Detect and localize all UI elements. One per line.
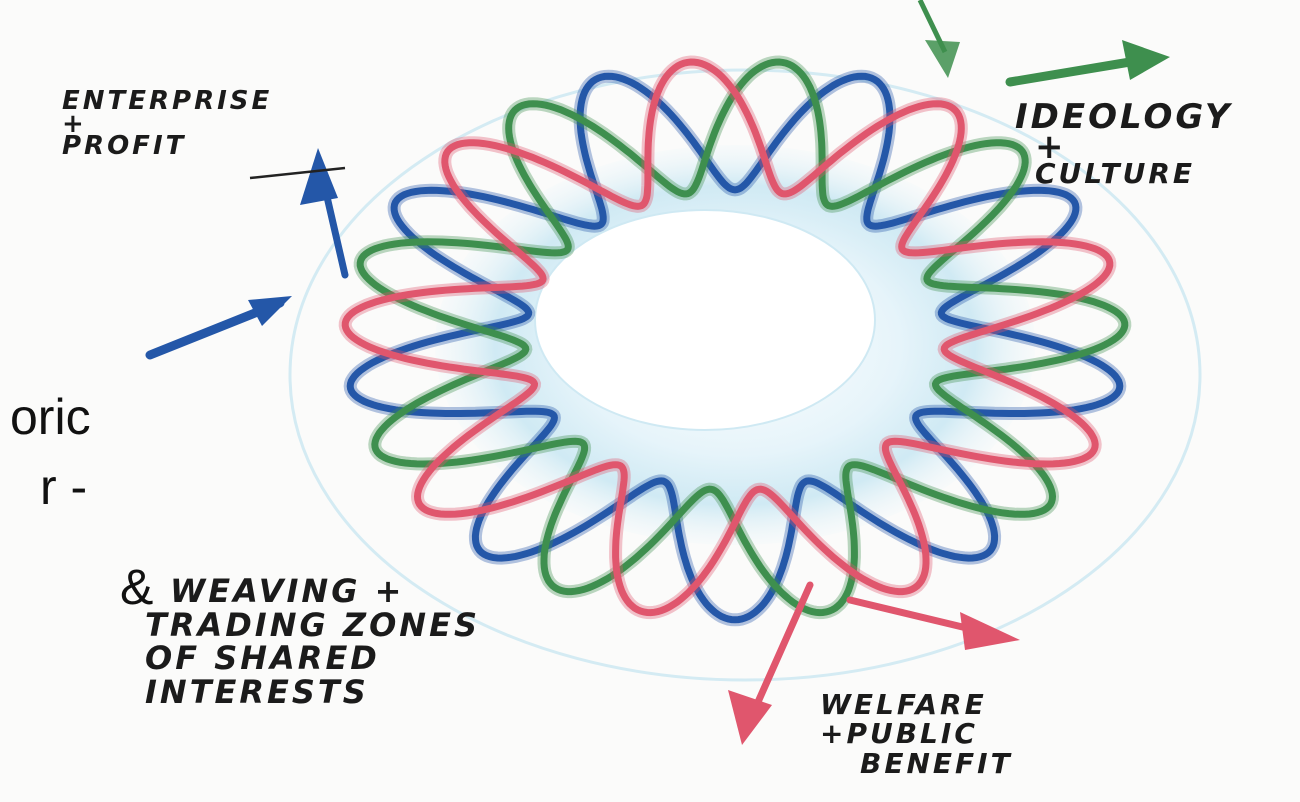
- label-weaving-line-2: TRADING ZONES: [145, 609, 480, 643]
- lower-red-arrowhead: [960, 612, 1020, 650]
- lower-red-arrow: [850, 600, 975, 630]
- top-green-arrowhead: [925, 40, 960, 78]
- label-weaving-trading-zones: WEAVING + TRADING ZONES OF SHARED INTERE…: [170, 575, 480, 709]
- label-welfare-line-3: BENEFIT: [820, 749, 1013, 778]
- label-weaving-line-4: INTERESTS: [145, 676, 480, 710]
- incoming-blue-arrowhead: [248, 296, 292, 326]
- label-ideology-line-2: +: [1015, 136, 1233, 160]
- label-welfare-line-2: +PUBLIC: [820, 719, 1013, 748]
- slide-text-fragment-1: oric: [10, 392, 91, 442]
- slide-text-fragment-2: r -: [40, 462, 87, 512]
- hole: [535, 210, 875, 430]
- ideology-green-arrow: [1010, 62, 1130, 82]
- label-enterprise-line-3: PROFIT: [62, 133, 272, 160]
- label-welfare-public-benefit: WELFARE +PUBLIC BENEFIT: [820, 690, 1013, 778]
- label-enterprise-profit: ENTERPRISE + PROFIT: [62, 88, 272, 161]
- label-ideology-culture: IDEOLOGY + CULTURE: [1015, 100, 1233, 189]
- enterprise-blue-arrowhead: [300, 148, 338, 205]
- slide-text-fragment-3: &: [120, 562, 153, 612]
- label-ideology-line-3: CULTURE: [1015, 159, 1233, 188]
- label-welfare-line-1: WELFARE: [820, 690, 1013, 719]
- welfare-red-arrowhead: [728, 690, 772, 745]
- profit-connector: [250, 168, 345, 178]
- label-weaving-line-1: WEAVING +: [170, 575, 480, 609]
- ideology-green-arrowhead: [1122, 40, 1170, 80]
- label-weaving-line-3: OF SHARED: [145, 642, 480, 676]
- label-enterprise-line-1: ENTERPRISE: [62, 88, 272, 115]
